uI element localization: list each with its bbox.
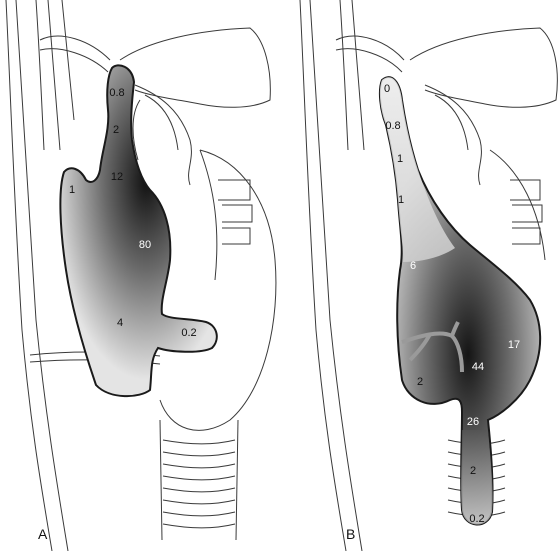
panel-b-tail xyxy=(461,430,493,525)
panel-b-value: 17 xyxy=(508,339,520,351)
panel-b-label: B xyxy=(346,526,355,542)
panel-b-value: 6 xyxy=(410,260,416,272)
panel-a-label: A xyxy=(38,526,48,542)
panel-b-upper-lobe xyxy=(379,77,455,262)
panel-a-value: 1 xyxy=(69,184,75,196)
panel-a-value: 80 xyxy=(139,239,151,251)
panel-b: 0 0.8 1 1 6 17 2 44 26 2 0.2 B xyxy=(299,0,558,551)
panel-b-internal-vessel xyxy=(401,321,464,373)
panel-b-value: 0 xyxy=(384,83,390,95)
panel-a: 0.8 2 12 1 80 4 0.2 A xyxy=(5,0,277,551)
panel-b-value: 44 xyxy=(472,361,484,373)
panel-b-value: 0.8 xyxy=(385,120,400,132)
panel-a-value: 12 xyxy=(111,171,123,183)
panel-a-anatomy-lines xyxy=(5,0,277,551)
panel-a-shaded-region xyxy=(59,64,218,398)
panel-b-value: 2 xyxy=(470,465,476,477)
panel-a-value: 0.8 xyxy=(109,87,124,99)
panel-b-value: 26 xyxy=(467,416,479,428)
panel-b-value: 1 xyxy=(398,194,404,206)
panel-b-value: 0.2 xyxy=(469,513,484,525)
panel-b-value: 1 xyxy=(397,153,403,165)
panel-b-value: 2 xyxy=(417,376,423,388)
panel-a-value: 4 xyxy=(117,317,123,329)
panel-a-value: 0.2 xyxy=(181,327,196,339)
panel-a-value: 2 xyxy=(113,124,119,136)
panel-b-anatomy-lines xyxy=(299,0,558,551)
